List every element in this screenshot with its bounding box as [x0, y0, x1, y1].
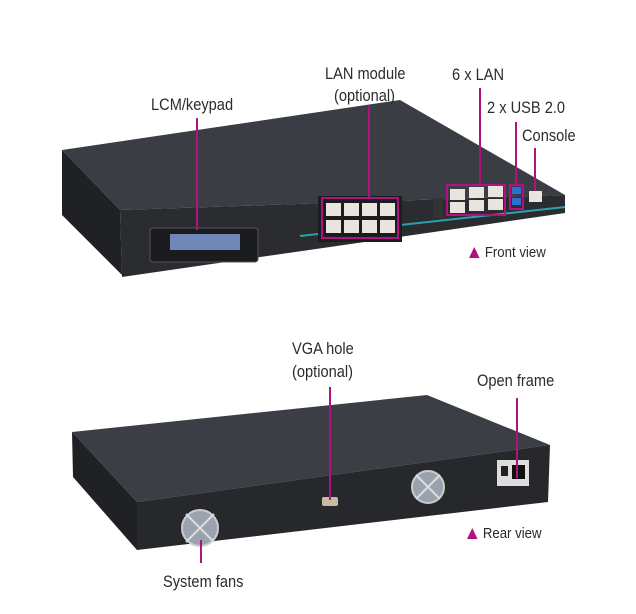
lcd-screen — [170, 234, 240, 250]
vga-hole — [322, 497, 338, 506]
lan-module-ports — [326, 203, 395, 233]
rear-view-text: Rear view — [482, 525, 542, 542]
label-vga-hole: VGA hole — [292, 339, 354, 358]
rear-leader-lines — [200, 387, 518, 563]
front-view-caption: Front view — [469, 244, 546, 261]
label-lcm-keypad: LCM/keypad — [151, 95, 234, 114]
front-device — [62, 100, 566, 277]
fan-right-icon — [411, 470, 445, 504]
label-system-fans: System fans — [163, 572, 244, 591]
six-lan-ports — [450, 186, 503, 213]
label-6-lan: 6 x LAN — [452, 65, 505, 84]
rear-device — [72, 395, 550, 550]
label-open-frame: Open frame — [477, 371, 555, 390]
label-usb: 2 x USB 2.0 — [487, 98, 566, 117]
console-port — [529, 191, 542, 202]
front-leader-lines — [196, 88, 536, 230]
label-vga-optional: (optional) — [292, 362, 353, 381]
fan-left-icon — [181, 509, 219, 547]
front-view-text: Front view — [484, 244, 546, 261]
triangle-icon — [467, 528, 478, 539]
triangle-icon — [469, 247, 480, 258]
rear-view-caption: Rear view — [467, 525, 542, 542]
label-console: Console — [522, 126, 576, 145]
label-lan-module-optional: (optional) — [334, 86, 395, 105]
label-lan-module: LAN module — [325, 64, 406, 83]
